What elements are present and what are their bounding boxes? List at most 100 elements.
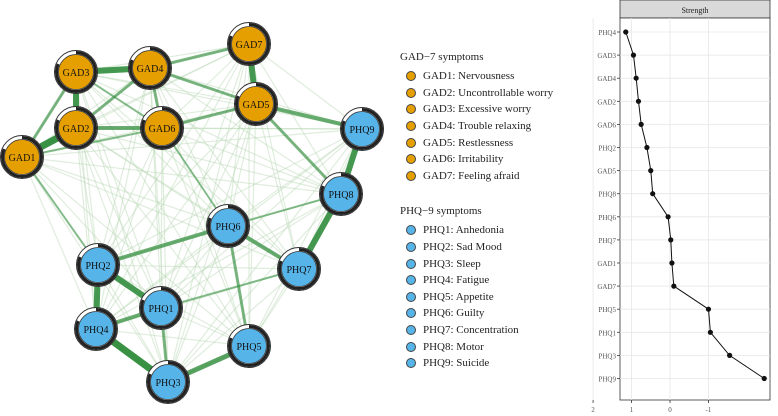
legend-label: PHQ8: Motor [423,340,484,353]
edge-faint [167,268,300,383]
gad-marker-icon [406,87,416,98]
gad-marker-icon [406,137,416,148]
node-label: GAD6 [149,124,176,135]
y-tick-label: PHQ1 [598,329,616,337]
legend-item-phq3: PHQ3: Sleep [400,255,570,272]
y-tick-label: PHQ7 [598,237,616,245]
node-label: GAD4 [137,64,164,75]
y-tick-labels: PHQ4GAD3GAD4GAD2GAD6PHQ2GAD5PHQ8PHQ6PHQ7… [597,29,620,384]
node-gad6: GAD6 [140,106,184,150]
phq-marker-icon [406,341,416,352]
phq-legend-title: PHQ−9 symptoms [400,205,482,218]
edge-faint [167,103,257,383]
strength-chart: Strength PHQ4GAD3GAD4GAD2GAD6PHQ2GAD5PHQ… [591,0,771,414]
edge-faint [149,67,162,309]
legend-item-phq5: PHQ5: Appetite [400,289,570,306]
grid-lines [592,18,770,400]
legend-label: GAD2: Uncontrollable worry [423,86,554,99]
node-label: PHQ3 [155,378,180,389]
node-label: GAD7 [236,40,263,51]
legend-item-gad5: GAD5: Restlessness [400,134,570,151]
node-gad2: GAD2 [54,106,98,150]
node-phq1: PHQ1 [139,286,183,330]
edge-faint [97,67,151,266]
edge-faint [21,156,229,227]
node-gad1: GAD1 [0,135,44,179]
node-label: PHQ9 [349,125,374,136]
y-tick-label: GAD2 [597,98,616,106]
edge-faint [248,128,363,347]
strength-point-gad7 [671,283,677,289]
node-label: PHQ8 [328,190,353,201]
edge-faint [95,193,342,330]
legend-item-gad1: GAD1: Nervousness [400,68,570,85]
phq-legend-list: PHQ1: Anhedonia PHQ2: Sad Mood PHQ3: Sle… [400,222,570,371]
plot-panel [619,17,771,401]
phq-marker-icon [406,225,416,236]
strength-point-gad3 [630,52,637,58]
edge-faint [21,156,342,195]
gad-marker-icon [406,121,416,132]
node-phq2: PHQ2 [76,243,120,287]
node-phq9: PHQ9 [340,107,384,151]
strength-point-gad6 [638,121,644,127]
y-tick-label: PHQ5 [598,306,616,314]
node-label: PHQ7 [286,265,311,276]
y-tick-label: PHQ9 [598,376,616,384]
edge [96,224,230,267]
y-tick-label: GAD3 [597,52,616,60]
edge-faint [248,103,257,347]
phq-marker-icon [406,325,416,336]
legend-item-gad6: GAD6: Irritability [400,151,570,168]
y-tick-label: PHQ8 [598,191,616,199]
node-gad7: GAD7 [227,22,271,66]
edge-faint [161,127,169,383]
y-tick-label: PHQ4 [598,29,616,37]
phq-marker-icon [406,291,416,302]
legend-item-phq8: PHQ8: Motor [400,338,570,355]
legend-label: GAD3: Excessive worry [423,103,532,116]
legend-item-phq7: PHQ7: Concentration [400,322,570,339]
edge-faint [97,264,300,270]
y-tick-label: GAD7 [597,283,616,291]
legend-label: PHQ6: Guilty [423,307,485,320]
edge-faint [75,127,342,195]
strength-point-phq3 [727,352,733,358]
edge-faint [255,103,300,270]
y-tick-label: GAD6 [597,121,616,129]
edge-faint [167,193,342,383]
legend-label: PHQ9: Suicide [423,357,490,370]
gad-marker-icon [406,71,416,82]
edge-faint [75,127,169,383]
edge-faint [75,127,97,330]
edge-faint [161,127,342,195]
node-phq6: PHQ6 [206,204,250,248]
edge-faint [75,127,99,266]
gad-legend-title: GAD−7 symptoms [400,51,484,63]
strength-points [623,29,767,382]
edge-faint [248,43,363,130]
node-phq8: PHQ8 [319,172,363,216]
node-label: GAD5 [243,100,270,111]
legend: GAD−7 symptoms GAD1: Nervousness GAD2: U… [400,50,570,372]
edge-faint [75,71,99,266]
x-tick-label: 1 [630,406,634,414]
legend-item-gad4: GAD4: Trouble relaxing [400,118,570,135]
legend-label: GAD6: Irritability [423,153,504,166]
edge-faint [161,127,300,270]
strength-point-phq7 [668,237,674,243]
edge-faint [97,128,363,266]
edge-faint [161,127,363,130]
node-label: GAD1 [9,153,36,164]
legend-label: PHQ1: Anhedonia [423,224,504,237]
legend-item-gad2: GAD2: Uncontrollable worry [400,85,570,102]
node-label: PHQ1 [148,304,173,315]
edge-faint [167,225,229,383]
edge-faint [227,43,250,227]
edge-faint [160,103,257,309]
legend-label: GAD4: Trouble relaxing [423,120,532,133]
edge-faint [75,71,257,105]
legend-label: GAD1: Nervousness [423,70,515,83]
node-label: PHQ6 [215,222,240,233]
